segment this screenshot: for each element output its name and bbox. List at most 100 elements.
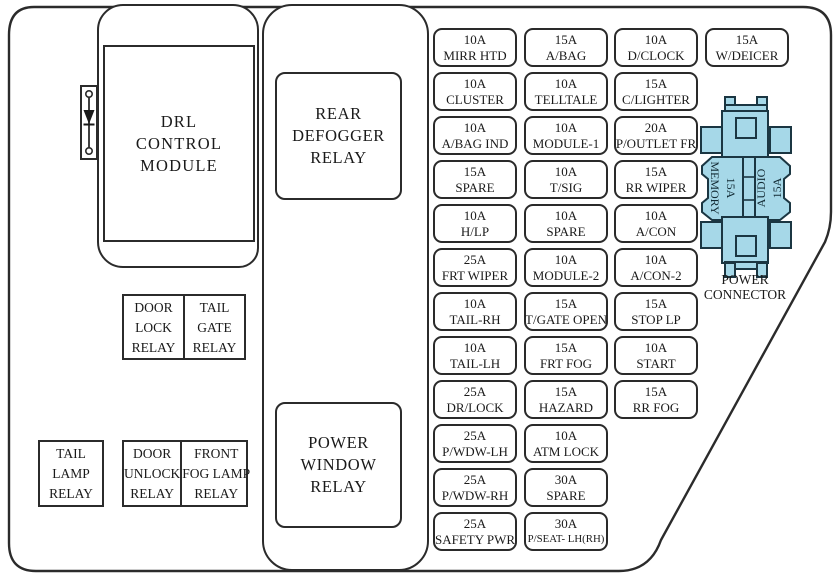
fuse: 10A SPARE [524,204,608,243]
tail-gate-relay-box: TAIL GATE RELAY [183,296,244,358]
fuse-amp-rating: 10A [644,252,668,267]
fuse-circuit-label: SPARE [455,179,495,195]
fuse-grid-column-4: 15A W/DEICER [705,28,789,67]
fuse: 25A FRT WIPER [433,248,517,287]
fuse: 15A HAZARD [524,380,608,419]
fuse: 20A P/OUTLET FR [614,116,698,155]
fuse-circuit-label: DR/LOCK [446,399,504,415]
fuse-circuit-label: MIRR HTD [443,47,507,63]
fuse-amp-rating: 15A [554,296,578,311]
fuse: 15A FRT FOG [524,336,608,375]
fuse-circuit-label: ATM LOCK [532,443,600,459]
fuse-amp-rating: 25A [463,384,487,399]
memory-fuse-label: MEMORY 15A [708,161,738,215]
svg-text:15A: 15A [770,177,784,198]
fuse-circuit-label: P/OUTLET FR [615,135,697,151]
fuse: 10A H/LP [433,204,517,243]
fuse-amp-rating: 10A [554,120,578,135]
fuse-circuit-label: A/BAG [545,47,587,63]
fuse-circuit-label: RR WIPER [625,179,687,195]
fuse-amp-rating: 10A [554,164,578,179]
power-connector-caption: POWER CONNECTOR [703,272,787,302]
fuse-amp-rating: 15A [554,32,578,47]
fuse: 10A TELLTALE [524,72,608,111]
tail-lamp-relay-box: TAIL LAMP RELAY [38,440,104,507]
fuse-amp-rating: 10A [554,252,578,267]
fuse-amp-rating: 10A [644,208,668,223]
fuse-circuit-label: P/WDW-RH [441,487,509,503]
fuse-circuit-label: START [636,355,676,371]
fuse: 10A TAIL-RH [433,292,517,331]
fuse-amp-rating: 10A [644,340,668,355]
fuse: 25A DR/LOCK [433,380,517,419]
fuse-amp-rating: 15A [463,164,487,179]
fuse-circuit-label: RR FOG [632,399,680,415]
fuse-amp-rating: 25A [463,472,487,487]
fuse: 10A ATM LOCK [524,424,608,463]
drl-line: MODULE [140,155,218,175]
fuse-circuit-label: STOP LP [631,311,681,327]
fuse-amp-rating: 10A [554,208,578,223]
fuse: 15A RR FOG [614,380,698,419]
fuse-circuit-label: FRT WIPER [441,267,509,283]
fuse-amp-rating: 10A [644,32,668,47]
fuse-circuit-label: P/SEAT- LH(RH) [527,532,605,545]
fuse-circuit-label: SPARE [546,223,586,239]
door-unlock-front-fog-relay-pair: DOOR UNLOCK RELAY FRONT FOG LAMP RELAY [122,440,250,507]
fuse-circuit-label: SPARE [546,487,586,503]
drl-control-module-box: DRL CONTROL MODULE [103,45,255,242]
fuse-amp-rating: 15A [644,76,668,91]
fuse-circuit-label: T/GATE OPEN [525,311,607,327]
fuse-amp-rating: 10A [463,76,487,91]
front-fog-lamp-relay-box: FRONT FOG LAMP RELAY [180,442,250,505]
fuse: 10A A/CON [614,204,698,243]
power-connector-body [700,96,792,278]
fuse-grid-column-3: 10A D/CLOCK 15A C/LIGHTER 20A P/OUTLET F… [614,28,698,419]
fuse-amp-rating: 10A [463,296,487,311]
fuse-circuit-label: SAFETY PWR [434,531,516,547]
fuse-amp-rating: 15A [554,384,578,399]
fuse-box-border [7,5,833,573]
drl-line: CONTROL [135,133,223,153]
fuse-circuit-label: TAIL-RH [449,311,501,327]
fuse-circuit-label: HAZARD [538,399,594,415]
fuse: 15A W/DEICER [705,28,789,67]
power-window-relay-box: POWER WINDOW RELAY [275,402,402,528]
fuse-amp-rating: 10A [554,76,578,91]
fuse: 10A T/SIG [524,160,608,199]
fuse: 15A C/LIGHTER [614,72,698,111]
fuse: 10A TAIL-LH [433,336,517,375]
door-lock-tail-gate-relay-pair: DOOR LOCK RELAY TAIL GATE RELAY [122,294,246,360]
svg-text:AUDIO: AUDIO [754,168,768,207]
fuse-amp-rating: 30A [554,472,578,487]
fuse: 15A RR WIPER [614,160,698,199]
fuse: 10A D/CLOCK [614,28,698,67]
power-connector-graphic: MEMORY 15A AUDIO 15A [700,96,792,278]
fuse-circuit-label: T/SIG [549,179,583,195]
fuse: 10A A/BAG IND [433,116,517,155]
fuse: 15A A/BAG [524,28,608,67]
fuse-circuit-label: A/BAG IND [441,135,509,151]
fuse-amp-rating: 10A [463,32,487,47]
fuse: 15A STOP LP [614,292,698,331]
fuse: 25A P/WDW-LH [433,424,517,463]
fuse-circuit-label: A/CON [635,223,677,239]
fuse-circuit-label: MODULE-1 [532,135,600,151]
fuse-amp-rating: 15A [735,32,759,47]
fuse-amp-rating: 25A [463,428,487,443]
fuse-amp-rating: 15A [554,340,578,355]
svg-text:15A: 15A [724,178,738,199]
fuse-circuit-label: TAIL-LH [449,355,501,371]
fuse-amp-rating: 15A [644,384,668,399]
fuse-amp-rating: 10A [463,120,487,135]
fuse-circuit-label: FRT FOG [539,355,593,371]
fuse: 15A SPARE [433,160,517,199]
fuse-amp-rating: 10A [463,208,487,223]
fuse-amp-rating: 15A [644,164,668,179]
fuse-amp-rating: 25A [463,252,487,267]
fuse-amp-rating: 30A [554,516,578,531]
fuse: 30A SPARE [524,468,608,507]
fuse-amp-rating: 25A [463,516,487,531]
fuse-amp-rating: 10A [554,428,578,443]
